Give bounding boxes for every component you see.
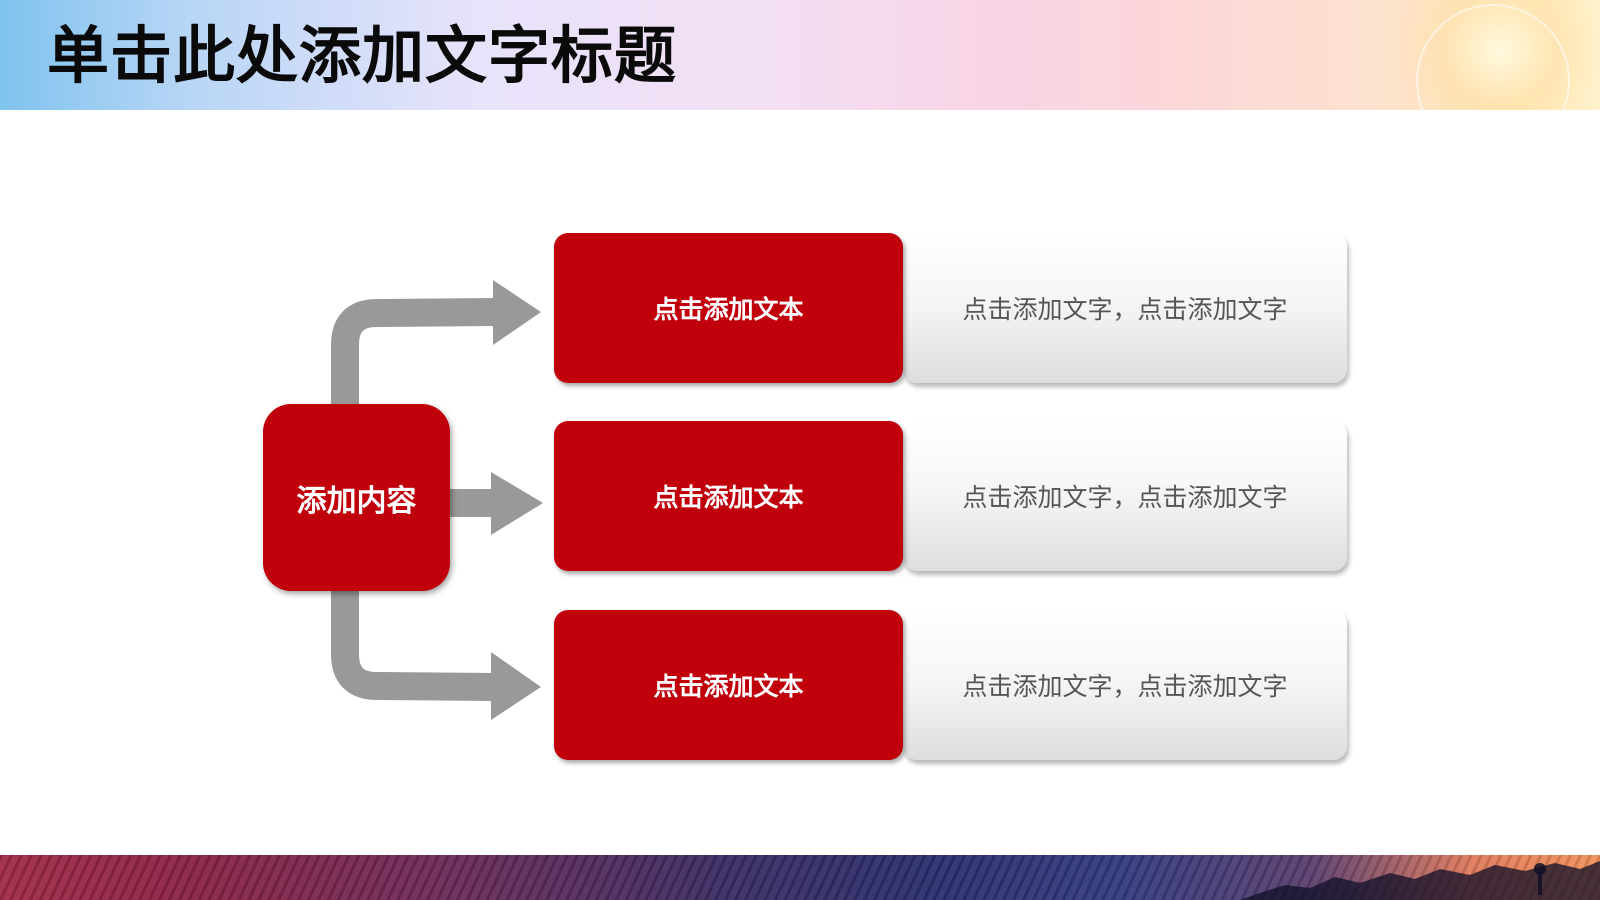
arrow-right-icon-bottom [491,652,541,720]
branch-title-box[interactable]: 点击添加文本 [554,421,903,571]
center-node[interactable]: 添加内容 [263,404,450,591]
connector-top-line [331,298,496,410]
branch-row: 点击添加文本 点击添加文字，点击添加文字 [554,233,1349,383]
center-node-label: 添加内容 [296,483,417,519]
footer-band [0,855,1600,900]
header-band: 单击此处添加文字标题 [0,0,1600,110]
branch-row: 点击添加文本 点击添加文字，点击添加文字 [554,421,1349,571]
branch-description-text: 点击添加文字，点击添加文字 [962,483,1288,512]
footer-silhouette-decoration [1240,861,1600,900]
branch-title-box[interactable]: 点击添加文本 [554,233,903,383]
branch-row: 点击添加文本 点击添加文字，点击添加文字 [554,610,1349,760]
slide-title[interactable]: 单击此处添加文字标题 [47,19,678,92]
connector-bottom-line [331,590,496,701]
arrow-right-icon-top [493,280,541,345]
branch-description-box[interactable]: 点击添加文字，点击添加文字 [903,610,1347,760]
branch-title-box[interactable]: 点击添加文本 [554,610,903,760]
branch-title-label: 点击添加文本 [653,295,804,324]
branch-description-box[interactable]: 点击添加文字，点击添加文字 [903,233,1347,383]
branch-title-label: 点击添加文本 [653,672,804,701]
branch-description-text: 点击添加文字，点击添加文字 [962,672,1288,701]
arrow-right-icon-middle [491,472,543,535]
branch-description-text: 点击添加文字，点击添加文字 [962,295,1288,324]
branch-description-box[interactable]: 点击添加文字，点击添加文字 [903,421,1347,571]
branch-title-label: 点击添加文本 [653,483,804,512]
